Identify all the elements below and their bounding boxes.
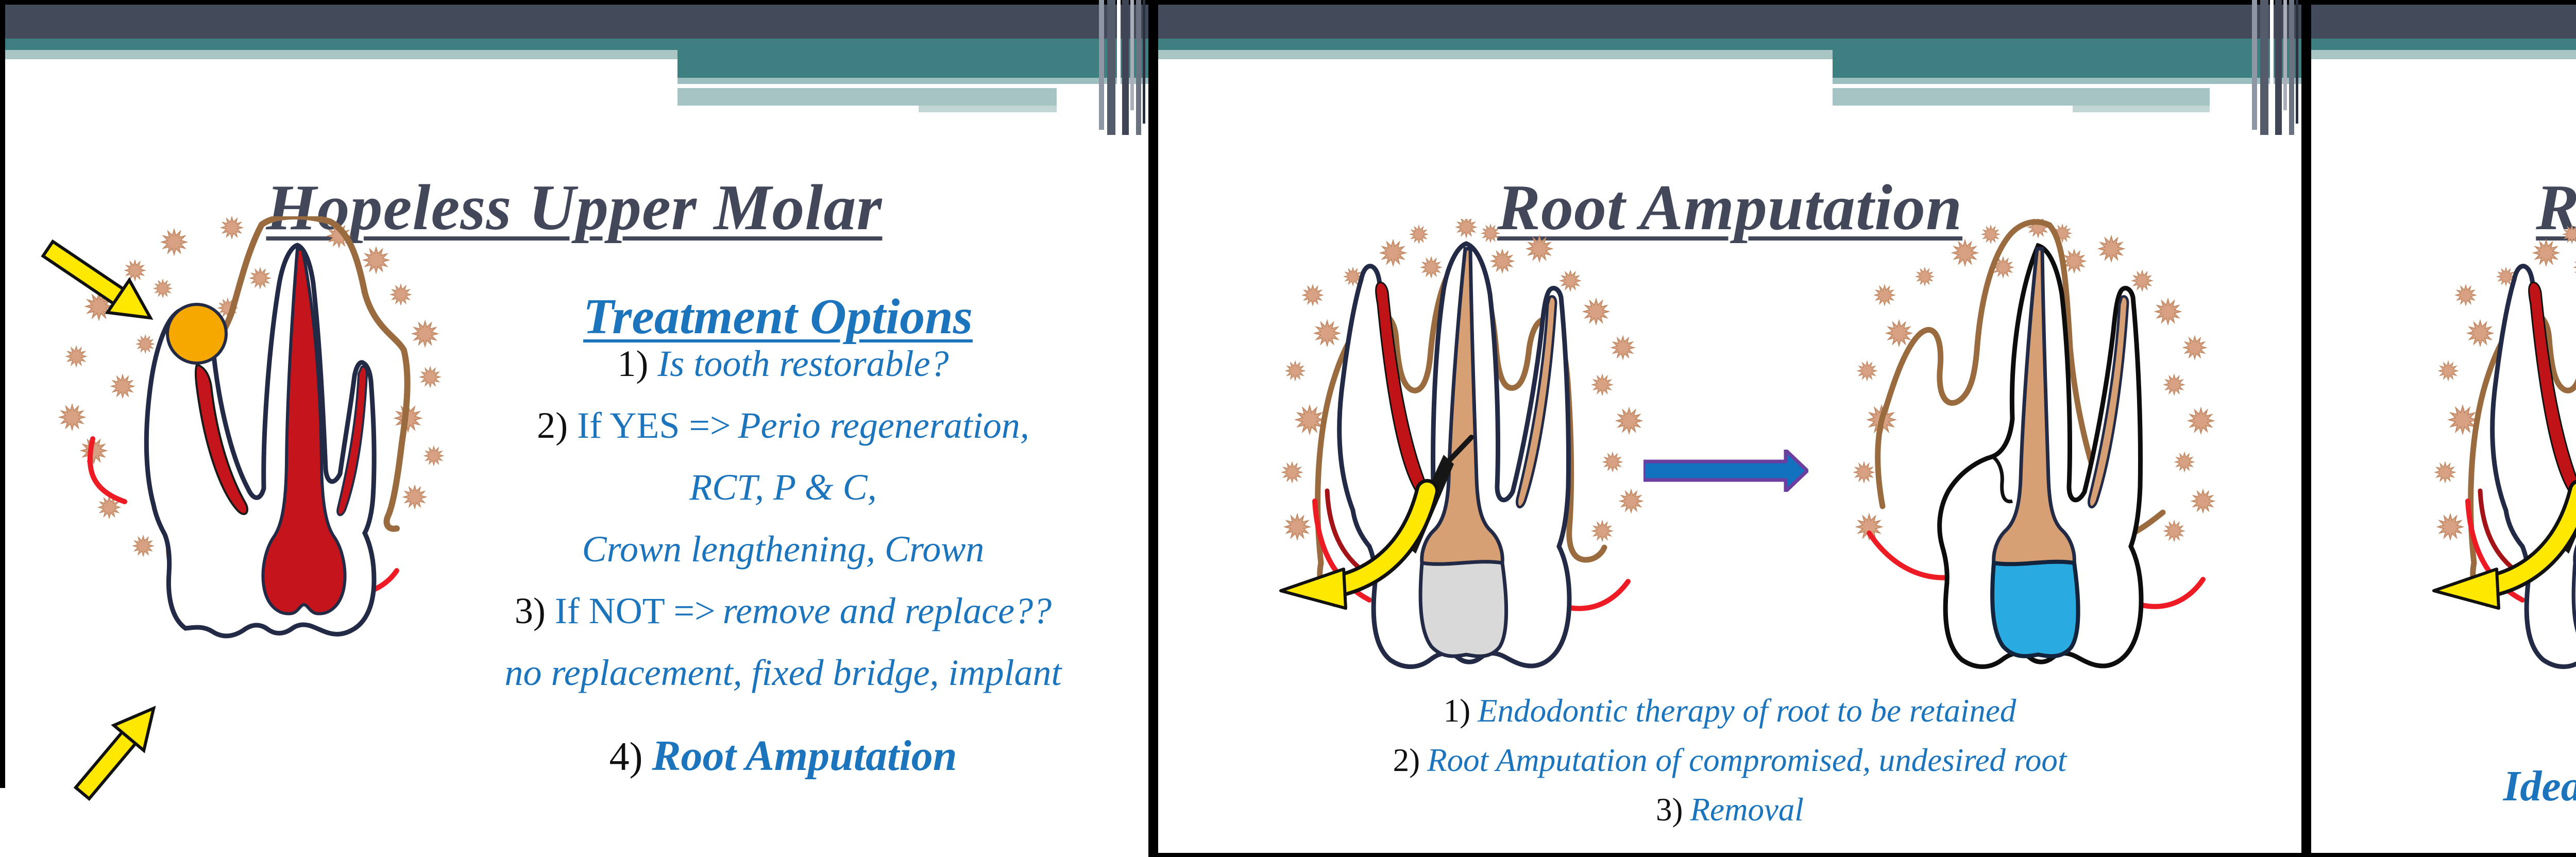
pinstripe <box>1122 0 1129 135</box>
list-item: 1)Endodontic therapy of root to be retai… <box>1443 693 2016 729</box>
slide-review-root-amputation: Review: Root Amputation “Amputate and Re… <box>2311 0 2576 857</box>
pinstripe <box>2283 0 2287 110</box>
treatment-options-heading: Treatment Options <box>583 289 973 345</box>
amputate-and-remove-quote: “Amputate and Remove” <box>2311 705 2576 749</box>
list-item: RCT, P & C, <box>689 467 877 508</box>
header-band-teal-right <box>1833 50 2301 59</box>
header-step-4 <box>919 106 1057 112</box>
slide-top-border <box>1158 0 2301 5</box>
header-band-light-left <box>0 50 678 59</box>
list-item: no replacement, fixed bridge, implant <box>504 652 1062 693</box>
treatment-options-list: 1)Is tooth restorable? 2)If YES =>Perio … <box>433 333 1133 704</box>
tooth-diagram-hopeless-molar <box>15 216 453 814</box>
blue-transition-arrow-icon <box>1643 450 1808 492</box>
header-step-2 <box>1833 78 2301 84</box>
list-item-root-amputation: 4)Root Amputation <box>609 732 957 780</box>
header-step-3 <box>1833 88 2210 106</box>
header-band-dark <box>1158 5 2301 39</box>
slide-bottom-border <box>2311 853 2576 857</box>
pinstripe <box>2275 0 2282 135</box>
pinstripe <box>2270 0 2274 122</box>
list-item: 3)If NOT =>remove and replace?? <box>514 590 1052 631</box>
list-item: Crown lengthening, Crown <box>582 528 985 570</box>
pinstripe <box>2289 0 2294 135</box>
list-item: 1)Is tooth restorable? <box>617 343 949 384</box>
header-band-teal-right <box>677 50 1148 59</box>
pinstripe <box>2260 0 2268 135</box>
pinstripe <box>1143 0 1145 124</box>
slide-top-border <box>0 0 1148 5</box>
header-band-teal <box>1158 39 2301 50</box>
header-band-light-left <box>1158 50 1833 59</box>
slide-root-amputation: Root Amputation 1)Endodontic therapy of … <box>1158 0 2301 857</box>
slide-bottom-border <box>1158 853 2301 857</box>
tooth-diagram-before-amputation <box>2414 219 2576 672</box>
procedure-steps-list: 1)Endodontic therapy of root to be retai… <box>1189 686 2270 834</box>
slide-hopeless-upper-molar: Hopeless Upper Molar Treatment Options 1… <box>0 0 1148 857</box>
header-step-1 <box>677 59 1148 78</box>
pinstripe <box>1107 0 1115 135</box>
header-band-dark <box>2311 5 2576 39</box>
slide-top-border <box>2311 0 2576 5</box>
pinstripe <box>1099 0 1104 130</box>
pinstripe <box>1117 0 1121 122</box>
page-title: Hopeless Upper Molar <box>266 172 883 244</box>
header-band-teal <box>2311 39 2576 50</box>
header-step-3 <box>677 88 1057 106</box>
pinstripe <box>2296 0 2298 124</box>
ideally-line: Ideally:keep large palatalroot andPDL!! <box>2503 762 2576 810</box>
header-step-1 <box>1833 59 2301 78</box>
tooth-diagram-after-amputation <box>1833 219 2225 672</box>
list-item: 3)Removal <box>1656 792 1804 828</box>
page-title: Root Amputation <box>1497 172 1963 244</box>
pinstripe <box>1130 0 1134 110</box>
list-item: 2)Root Amputation of compromised, undesi… <box>1393 742 2067 778</box>
pinstripe <box>1136 0 1141 135</box>
pinstripe <box>2252 0 2257 130</box>
slide-left-border <box>0 0 5 788</box>
header-step-2 <box>677 78 1148 84</box>
tooth-diagram-before-amputation <box>1261 219 1653 672</box>
header-band-dark <box>0 5 1148 39</box>
header-band-teal <box>0 39 1148 50</box>
header-step-4 <box>2073 106 2210 112</box>
list-item: 2)If YES =>Perio regeneration, <box>537 405 1029 446</box>
header-band-light-left <box>2311 50 2576 59</box>
